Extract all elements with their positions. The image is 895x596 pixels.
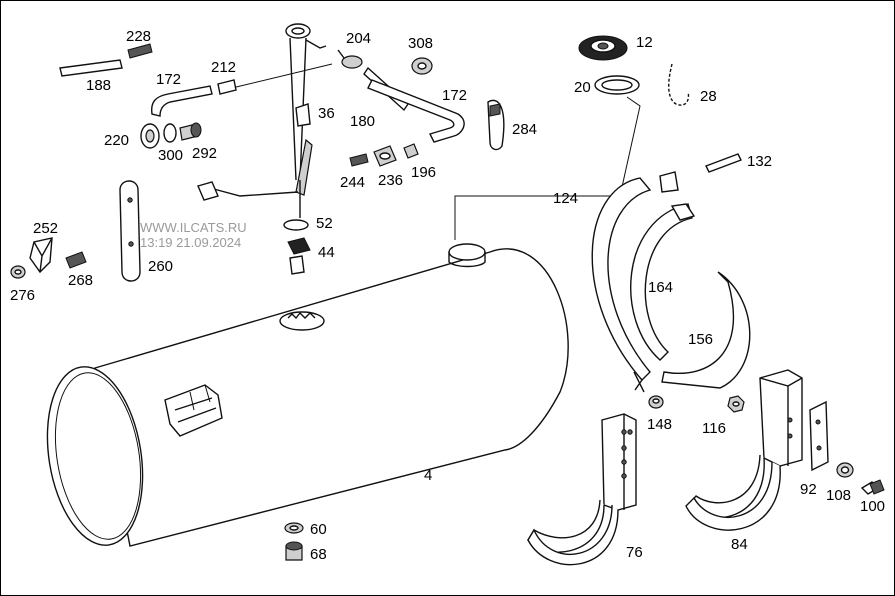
nut-part-276[interactable] — [10, 265, 26, 279]
part-label-148: 148 — [647, 416, 672, 433]
part-label-268: 268 — [68, 272, 93, 289]
part-label-180: 180 — [350, 113, 375, 130]
part-label-36: 36 — [318, 105, 335, 122]
part-label-308: 308 — [408, 35, 433, 52]
grommet-part-308[interactable] — [411, 57, 433, 75]
gasket-part-20[interactable] — [594, 75, 640, 95]
part-label-284: 284 — [512, 121, 537, 138]
part-label-164: 164 — [648, 279, 673, 296]
part-label-172-right: 172 — [442, 87, 467, 104]
drain-plug-part-68[interactable] — [285, 541, 303, 561]
watermark-site: WWW.ILCATS.RU — [140, 220, 247, 235]
angle-bracket-part-252[interactable] — [29, 237, 53, 274]
washer-part-300[interactable] — [163, 123, 177, 143]
union-nut-part-236[interactable] — [373, 145, 397, 167]
support-bracket-part-76[interactable] — [527, 413, 637, 566]
part-label-188: 188 — [86, 77, 111, 94]
part-label-292: 292 — [192, 145, 217, 162]
part-label-28: 28 — [700, 88, 717, 105]
part-label-244: 244 — [340, 174, 365, 191]
part-label-108: 108 — [826, 487, 851, 504]
tank-strap-part-164[interactable] — [630, 203, 696, 361]
support-bracket-part-84[interactable] — [685, 369, 803, 531]
fuel-sender-part-36[interactable] — [197, 23, 327, 218]
bracket-part-260[interactable] — [119, 180, 141, 282]
washer-part-108[interactable] — [836, 462, 854, 478]
strainer-part-44[interactable] — [287, 237, 311, 275]
nut-part-116[interactable] — [727, 395, 745, 413]
rod-part-188[interactable] — [59, 59, 123, 77]
part-label-20: 20 — [574, 79, 591, 96]
part-label-228: 228 — [126, 28, 151, 45]
tank-strap-part-124[interactable] — [591, 171, 679, 391]
strap-stud — [633, 371, 645, 393]
washer-part-60[interactable] — [284, 522, 304, 534]
tank-strap-part-156[interactable] — [661, 271, 751, 389]
mounting-plate-part-92[interactable] — [809, 400, 829, 472]
part-label-156: 156 — [688, 331, 713, 348]
part-label-276: 276 — [10, 287, 35, 304]
part-label-84: 84 — [731, 536, 748, 553]
bolt-part-268[interactable] — [65, 251, 87, 269]
pin-part-228[interactable] — [127, 43, 153, 59]
part-label-204: 204 — [346, 30, 371, 47]
connector-part-244[interactable] — [349, 153, 369, 167]
part-label-300: 300 — [158, 147, 183, 164]
retaining-chain-part-28[interactable] — [668, 63, 690, 106]
part-labels: 4 12 20 28 36 44 52 60 68 76 84 92 100 1… — [10, 28, 885, 563]
part-label-12: 12 — [636, 34, 653, 51]
clamp-part-220[interactable] — [140, 123, 160, 149]
part-label-212: 212 — [211, 59, 236, 76]
bolt-part-132[interactable] — [705, 153, 742, 173]
bolt-part-100[interactable] — [860, 479, 885, 495]
part-label-116: 116 — [702, 420, 726, 437]
part-label-68: 68 — [310, 546, 327, 563]
part-label-44: 44 — [318, 244, 335, 261]
part-label-196: 196 — [411, 164, 436, 181]
clip-part-284[interactable] — [487, 99, 505, 151]
part-label-60: 60 — [310, 521, 327, 538]
leader-line-212 — [231, 63, 333, 89]
part-label-52: 52 — [316, 215, 333, 232]
fitting-part-196[interactable] — [403, 143, 419, 159]
fuel-tank-part-4[interactable] — [35, 243, 569, 552]
part-label-76: 76 — [626, 544, 643, 561]
filler-cap-part-12[interactable] — [578, 35, 628, 61]
part-label-220: 220 — [104, 132, 129, 149]
part-label-124: 124 — [553, 190, 578, 207]
hose-part-172-left[interactable] — [151, 85, 213, 117]
hose-clamp-part-204[interactable] — [337, 49, 363, 69]
watermark-timestamp: 13:19 21.09.2024 — [140, 235, 241, 250]
part-label-236: 236 — [378, 172, 403, 189]
nut-part-148[interactable] — [648, 395, 664, 409]
part-label-92: 92 — [800, 481, 817, 498]
part-label-132: 132 — [747, 153, 772, 170]
gasket-part-52[interactable] — [283, 219, 309, 231]
part-label-260: 260 — [148, 258, 173, 275]
hose-part-172-right[interactable] — [367, 79, 465, 143]
bolt-part-292[interactable] — [179, 122, 202, 141]
part-label-252: 252 — [33, 220, 58, 237]
part-label-172-left: 172 — [156, 71, 181, 88]
part-label-100: 100 — [860, 498, 885, 515]
sleeve-part-212[interactable] — [217, 79, 237, 95]
part-label-4: 4 — [424, 467, 432, 484]
